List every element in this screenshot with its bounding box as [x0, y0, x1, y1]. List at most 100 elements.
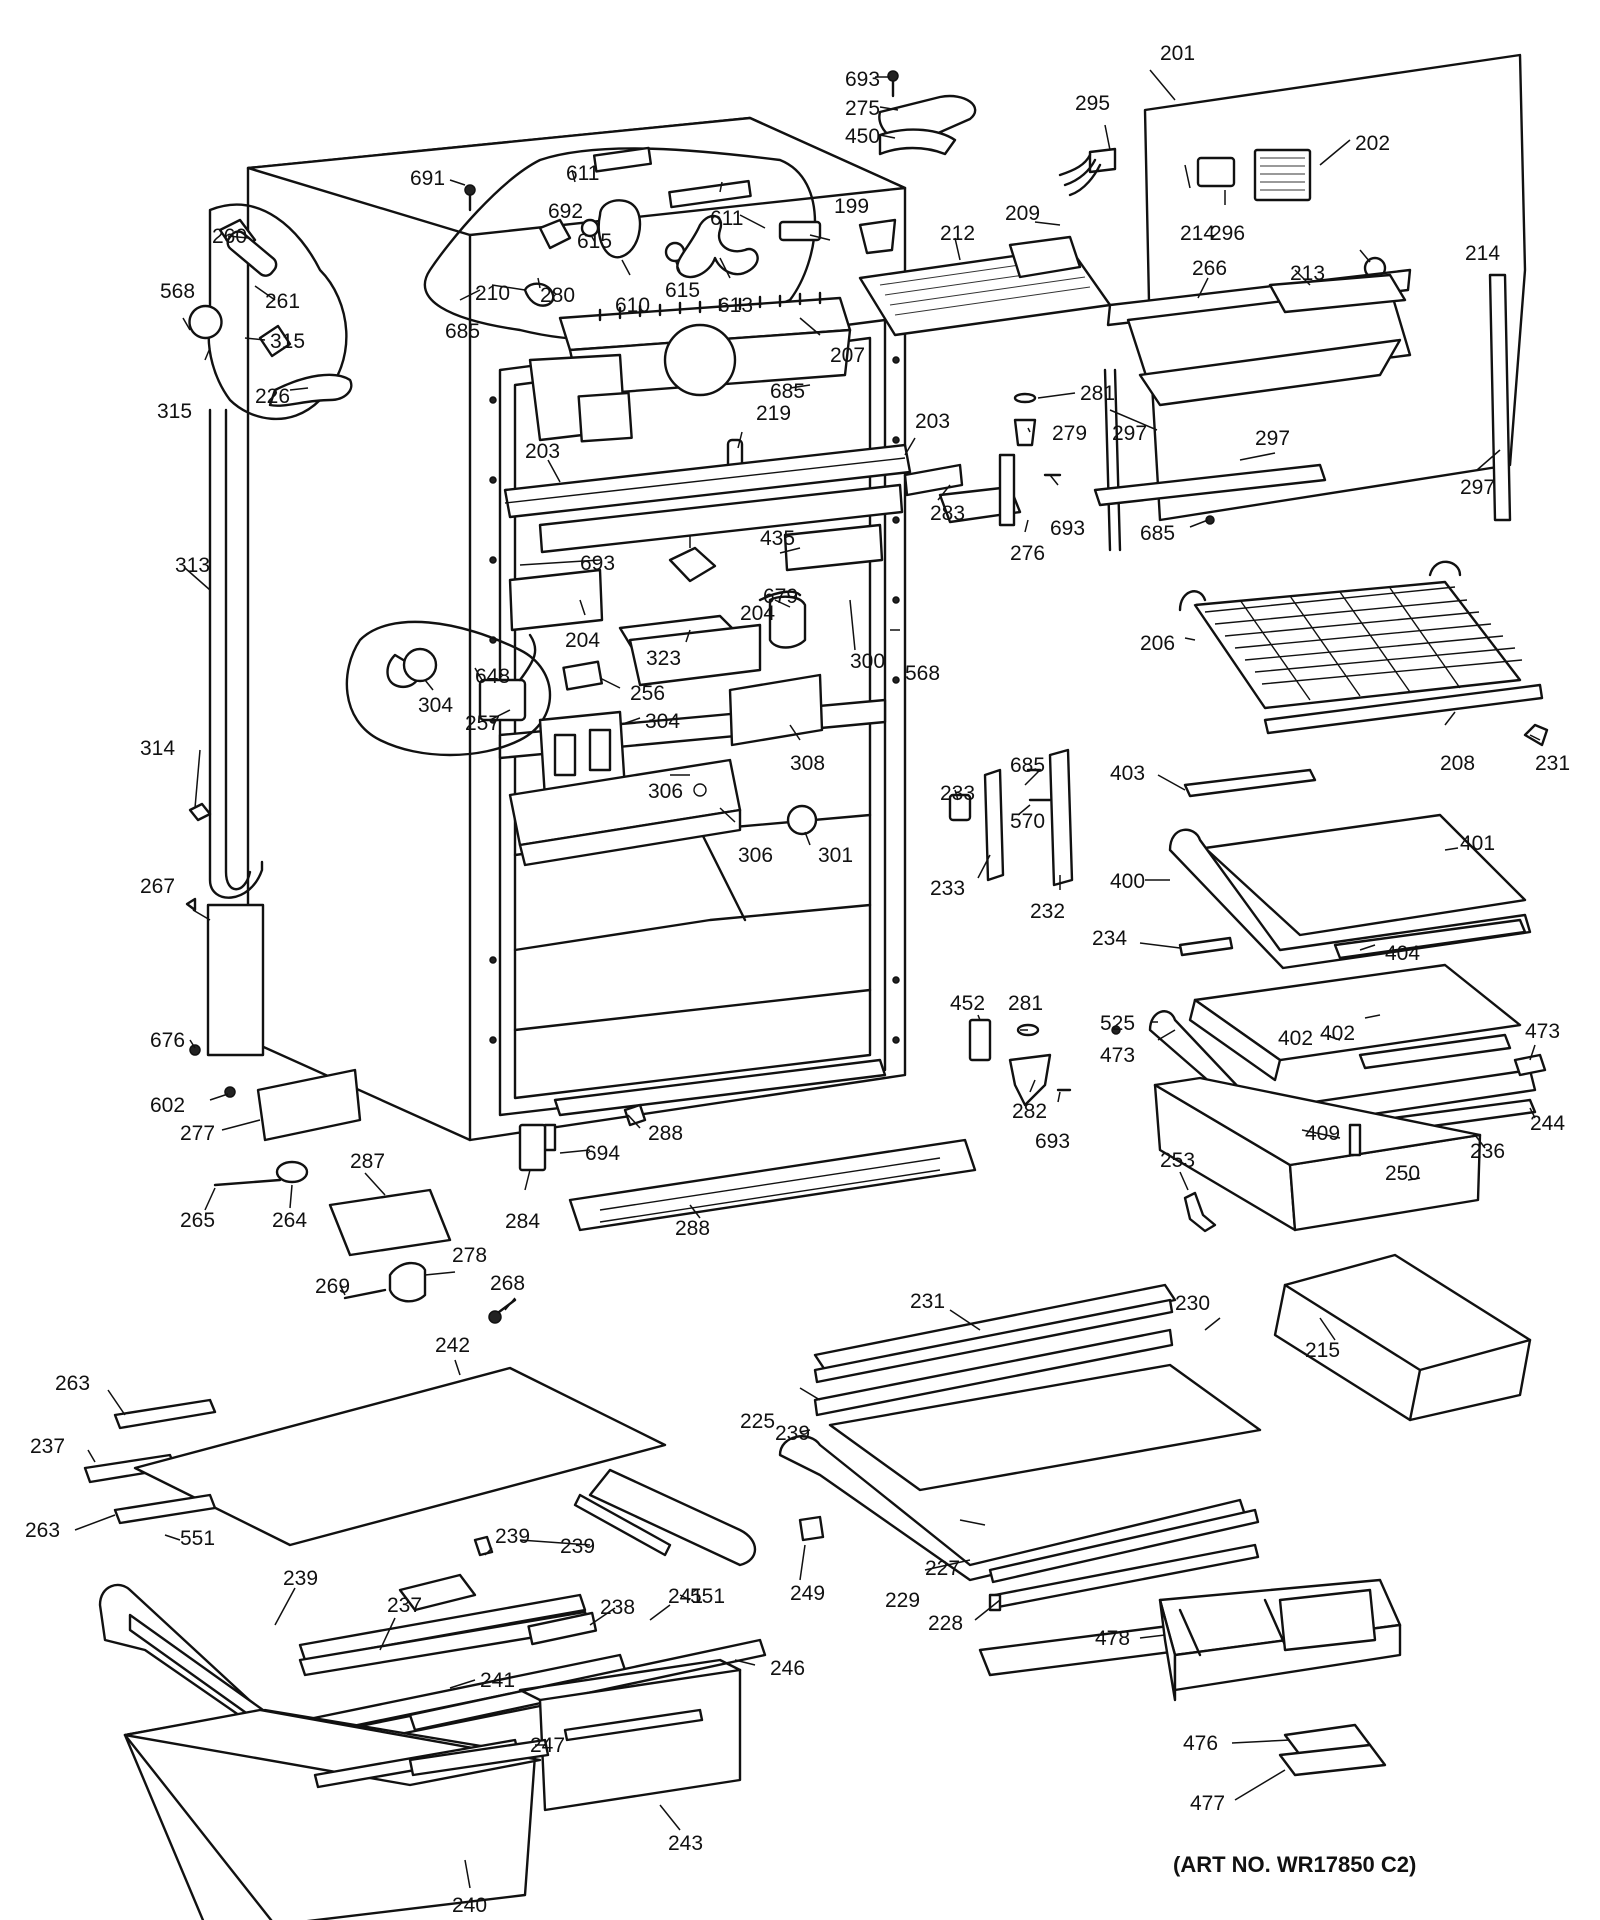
part-label-231: 231 — [910, 1290, 945, 1313]
part-label-265: 265 — [180, 1209, 215, 1232]
part-label-304: 304 — [645, 710, 680, 733]
part-label-241: 241 — [668, 1585, 703, 1608]
part-label-215: 215 — [1305, 1339, 1340, 1362]
part-label-208: 208 — [1440, 752, 1475, 775]
part-label-239: 239 — [495, 1525, 530, 1548]
part-label-615: 615 — [577, 230, 612, 253]
part-label-269: 269 — [315, 1275, 350, 1298]
part-label-280: 280 — [540, 284, 575, 307]
top-hinge — [878, 70, 977, 156]
part-label-297: 297 — [1112, 422, 1147, 445]
part-label-214: 214 — [1465, 242, 1500, 265]
leader-lines — [74, 69, 1541, 1889]
part-label-246: 246 — [770, 1657, 805, 1680]
part-label-233: 233 — [930, 877, 965, 900]
part-label-323: 323 — [646, 647, 681, 670]
part-label-236: 236 — [1470, 1140, 1505, 1163]
part-label-476: 476 — [1183, 1732, 1218, 1755]
part-label-297: 297 — [1255, 427, 1290, 450]
part-label-241: 241 — [480, 1669, 515, 1692]
part-label-267: 267 — [140, 875, 175, 898]
toe-grille — [518, 1103, 977, 1232]
part-label-225: 225 — [740, 1410, 775, 1433]
part-label-610: 610 — [615, 294, 650, 317]
part-label-692: 692 — [548, 200, 583, 223]
part-label-296: 296 — [1210, 222, 1245, 245]
part-label-277: 277 — [180, 1122, 215, 1145]
part-label-478: 478 — [1095, 1627, 1130, 1650]
control-assembly — [386, 523, 884, 800]
part-label-297: 297 — [1460, 476, 1495, 499]
part-label-209: 209 — [1005, 202, 1040, 225]
part-label-243: 243 — [668, 1832, 703, 1855]
part-labels: 6932754502012952022142962146916926116111… — [25, 42, 1570, 1917]
part-label-452: 452 — [950, 992, 985, 1015]
part-label-313: 313 — [175, 554, 210, 577]
part-label-477: 477 — [1190, 1792, 1225, 1815]
part-label-551: 551 — [690, 1585, 725, 1608]
part-label-257: 257 — [465, 712, 500, 735]
part-label-204: 204 — [740, 602, 775, 625]
part-label-219: 219 — [756, 402, 791, 425]
part-label-238: 238 — [600, 1596, 635, 1619]
part-label-253: 253 — [1160, 1149, 1195, 1172]
ice-tray-212 — [858, 235, 1112, 337]
part-label-679: 679 — [763, 585, 798, 608]
part-label-226: 226 — [255, 385, 290, 408]
part-label-306: 306 — [738, 844, 773, 867]
part-label-278: 278 — [452, 1244, 487, 1267]
part-label-613: 613 — [718, 294, 753, 317]
part-label-228: 228 — [928, 1612, 963, 1635]
part-label-685: 685 — [770, 380, 805, 403]
part-label-206: 206 — [1140, 632, 1175, 655]
part-label-409: 409 — [1305, 1122, 1340, 1145]
part-label-450: 450 — [845, 125, 880, 148]
part-label-207: 207 — [830, 344, 865, 367]
part-label-233: 233 — [940, 782, 975, 805]
part-label-214: 214 — [1180, 222, 1215, 245]
part-label-402: 402 — [1278, 1027, 1313, 1050]
part-label-239: 239 — [775, 1422, 810, 1445]
part-label-611: 611 — [566, 162, 599, 185]
part-label-199: 199 — [834, 195, 869, 218]
part-label-403: 403 — [1110, 762, 1145, 785]
part-label-300: 300 — [850, 650, 885, 673]
part-label-676: 676 — [150, 1029, 185, 1052]
door-bin-215 — [1273, 1253, 1532, 1422]
part-label-648: 648 — [475, 665, 510, 688]
part-label-685: 685 — [445, 320, 480, 343]
part-label-204: 204 — [565, 629, 600, 652]
part-label-314: 314 — [140, 737, 175, 760]
part-label-685: 685 — [1140, 522, 1175, 545]
meat-pan-250 — [1153, 1076, 1482, 1233]
part-label-615: 615 — [665, 279, 700, 302]
part-label-232: 232 — [1030, 900, 1065, 923]
drain-tube-assembly — [188, 218, 353, 899]
part-label-401: 401 — [1460, 832, 1495, 855]
part-label-315: 315 — [270, 330, 305, 353]
mullion-rails — [503, 443, 912, 554]
part-label-213: 213 — [1290, 262, 1325, 285]
part-label-275: 275 — [845, 97, 880, 120]
part-label-247: 247 — [530, 1734, 565, 1757]
part-label-281: 281 — [1008, 992, 1043, 1015]
part-label-266: 266 — [1192, 257, 1227, 280]
part-label-203: 203 — [525, 440, 560, 463]
part-label-551: 551 — [180, 1527, 215, 1550]
control-housing-306 — [508, 758, 818, 867]
part-label-304: 304 — [418, 694, 453, 717]
part-label-250: 250 — [1385, 1162, 1420, 1185]
part-label-693: 693 — [1050, 517, 1085, 540]
part-label-306: 306 — [648, 780, 683, 803]
art-number: (ART NO. WR17850 C2) — [1173, 1852, 1416, 1877]
part-label-404: 404 — [1385, 942, 1420, 965]
part-label-263: 263 — [55, 1372, 90, 1395]
freezer-shelf-206 — [1178, 560, 1549, 747]
part-label-203: 203 — [915, 410, 950, 433]
part-label-263: 263 — [25, 1519, 60, 1542]
part-label-288: 288 — [675, 1217, 710, 1240]
part-label-210: 210 — [475, 282, 510, 305]
part-label-282: 282 — [1012, 1100, 1047, 1123]
part-label-284: 284 — [505, 1210, 540, 1233]
